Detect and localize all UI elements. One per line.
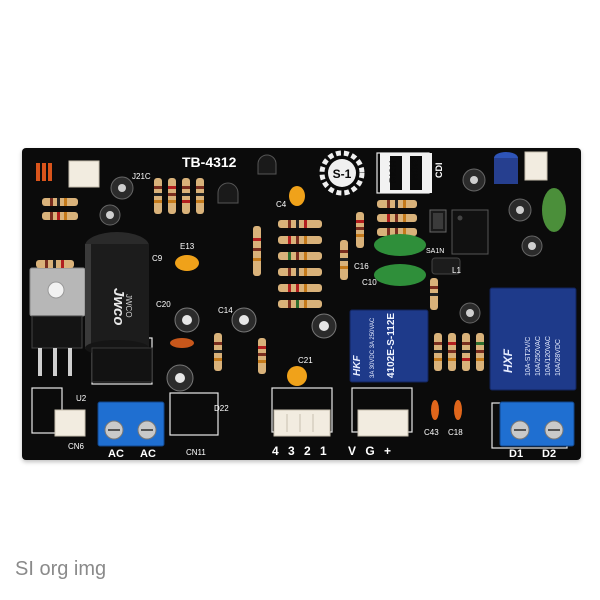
label-cn11: CN11 <box>186 448 206 457</box>
relay-large-line-1: 10A-ST2V/C <box>525 337 532 376</box>
ic-chip-bottom-left <box>91 347 153 383</box>
label-c43: C43 <box>424 428 439 437</box>
resistors <box>36 178 484 374</box>
relay-small-model: 4102E-S-112E <box>386 313 397 378</box>
small-caps <box>99 152 543 392</box>
label-j21c: J21C <box>132 172 151 181</box>
terminal-right-label-2: D2 <box>542 448 557 460</box>
mode-selector <box>380 153 432 193</box>
dip-ic <box>451 209 489 255</box>
label-c4: C4 <box>276 200 287 209</box>
label-right: RIGH <box>388 160 398 184</box>
ceramic-caps <box>36 163 462 420</box>
capacitor-big: Jwco JWCO <box>85 232 149 356</box>
voltage-regulator <box>29 267 86 376</box>
relay-large: HXF 10A-ST2V/C 10A/250VAC 10A/120VAC 10A… <box>489 287 577 391</box>
capacitor-big-brand: Jwco <box>110 288 127 326</box>
circuit-board: Jwco JWCO <box>22 148 581 460</box>
image-caption: SI org img <box>15 558 107 580</box>
board-title: TB-4312 <box>182 154 237 170</box>
label-c14: C14 <box>218 306 233 315</box>
gear-logo-text: S-1 <box>333 167 352 181</box>
relay-large-line-3: 10A/120VAC <box>545 336 552 376</box>
relay-large-line-4: 10A/28VDC <box>555 339 562 376</box>
label-d22: D22 <box>214 404 229 413</box>
connector-pins-label: 4 3 2 1 <box>272 444 330 458</box>
mylar-caps <box>374 188 566 286</box>
relay-small-rating: 3A 30VDC 3A 250VAC <box>370 317 376 378</box>
board-graphics: Jwco JWCO <box>29 150 577 449</box>
label-cdi: CDI <box>434 162 444 179</box>
label-c9: C9 <box>152 254 163 263</box>
inductor <box>431 257 461 275</box>
relay-small: HKF 3A 30VDC 3A 250VAC 4102E-S-112E <box>349 309 429 383</box>
label-nor: NOR <box>410 160 420 180</box>
gear-logo: S-1 <box>319 150 365 196</box>
jst-connectors <box>54 151 548 437</box>
terminal-left-label-1: AC <box>108 448 124 460</box>
label-c16: C16 <box>354 262 369 271</box>
connector-vg-label: V G + <box>348 444 395 458</box>
terminal-right <box>499 401 575 447</box>
label-e13: E13 <box>180 242 195 251</box>
terminal-right-label-1: D1 <box>509 448 524 460</box>
relay-large-line-2: 10A/250VAC <box>535 336 542 376</box>
terminal-left <box>97 401 165 447</box>
label-c18: C18 <box>448 428 463 437</box>
label-c21: C21 <box>298 356 313 365</box>
capacitor-big-line-1: JWCO <box>124 294 133 318</box>
label-c10: C10 <box>362 278 377 287</box>
relay-large-brand: HXF <box>501 348 515 373</box>
jumper-header <box>429 209 447 233</box>
relay-small-brand: HKF <box>352 355 363 376</box>
label-u2: U2 <box>76 394 87 403</box>
label-cn6: CN6 <box>68 442 85 451</box>
label-c20: C20 <box>156 300 171 309</box>
terminal-left-label-2: AC <box>140 448 156 460</box>
label-l1: L1 <box>452 266 461 275</box>
label-sa1n: SA1N <box>426 248 445 255</box>
transistors <box>217 154 277 204</box>
